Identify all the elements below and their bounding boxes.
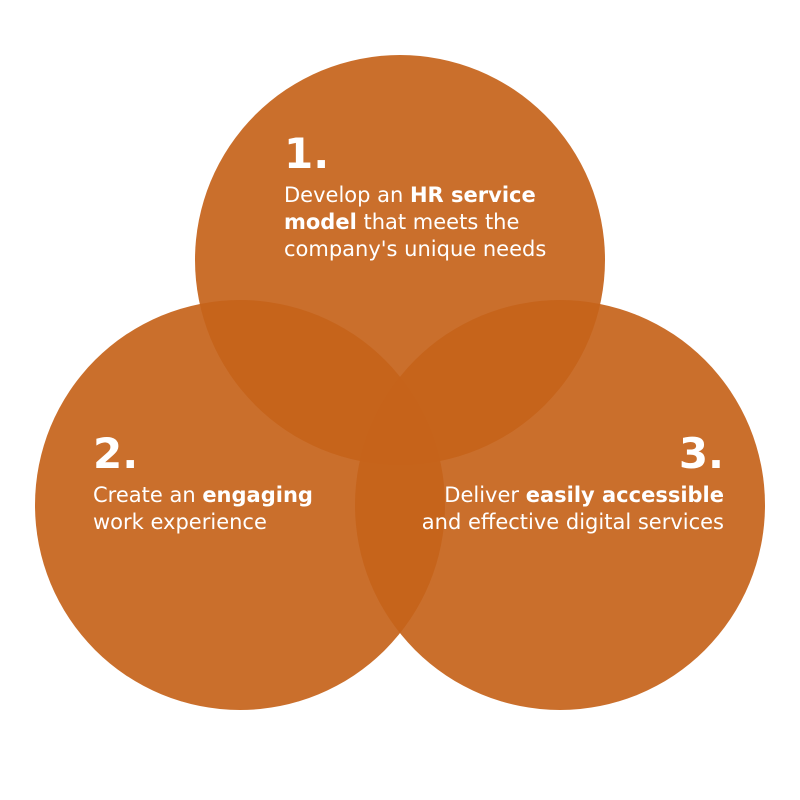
circle-3 xyxy=(355,300,765,710)
item-2-number: 2. xyxy=(93,429,139,478)
item-3: 3. Deliver easily accessible and effecti… xyxy=(420,432,724,536)
item-1-text-bold: HR service model xyxy=(284,183,536,234)
item-2-text-part-2: work experience xyxy=(93,510,267,534)
item-1-text-part-2: that meets the company's unique needs xyxy=(284,210,547,261)
circle-2 xyxy=(35,300,445,710)
item-3-text: Deliver easily accessible and effective … xyxy=(420,482,724,536)
item-1: 1. Develop an HR service model that meet… xyxy=(284,132,584,263)
item-1-text-part-1: Develop an xyxy=(284,183,410,207)
item-2-text-bold: engaging xyxy=(202,483,313,507)
item-2-text: Create an engaging work experience xyxy=(93,482,363,536)
item-3-text-part-1: Deliver xyxy=(444,483,526,507)
item-1-number: 1. xyxy=(284,129,330,178)
item-2-text-part-1: Create an xyxy=(93,483,203,507)
item-3-number: 3. xyxy=(678,429,724,478)
item-3-text-bold: easily accessible xyxy=(525,483,724,507)
item-2: 2. Create an engaging work experience xyxy=(93,432,363,536)
item-3-text-part-2: and effective digital services xyxy=(421,510,724,534)
item-1-text: Develop an HR service model that meets t… xyxy=(284,182,584,263)
